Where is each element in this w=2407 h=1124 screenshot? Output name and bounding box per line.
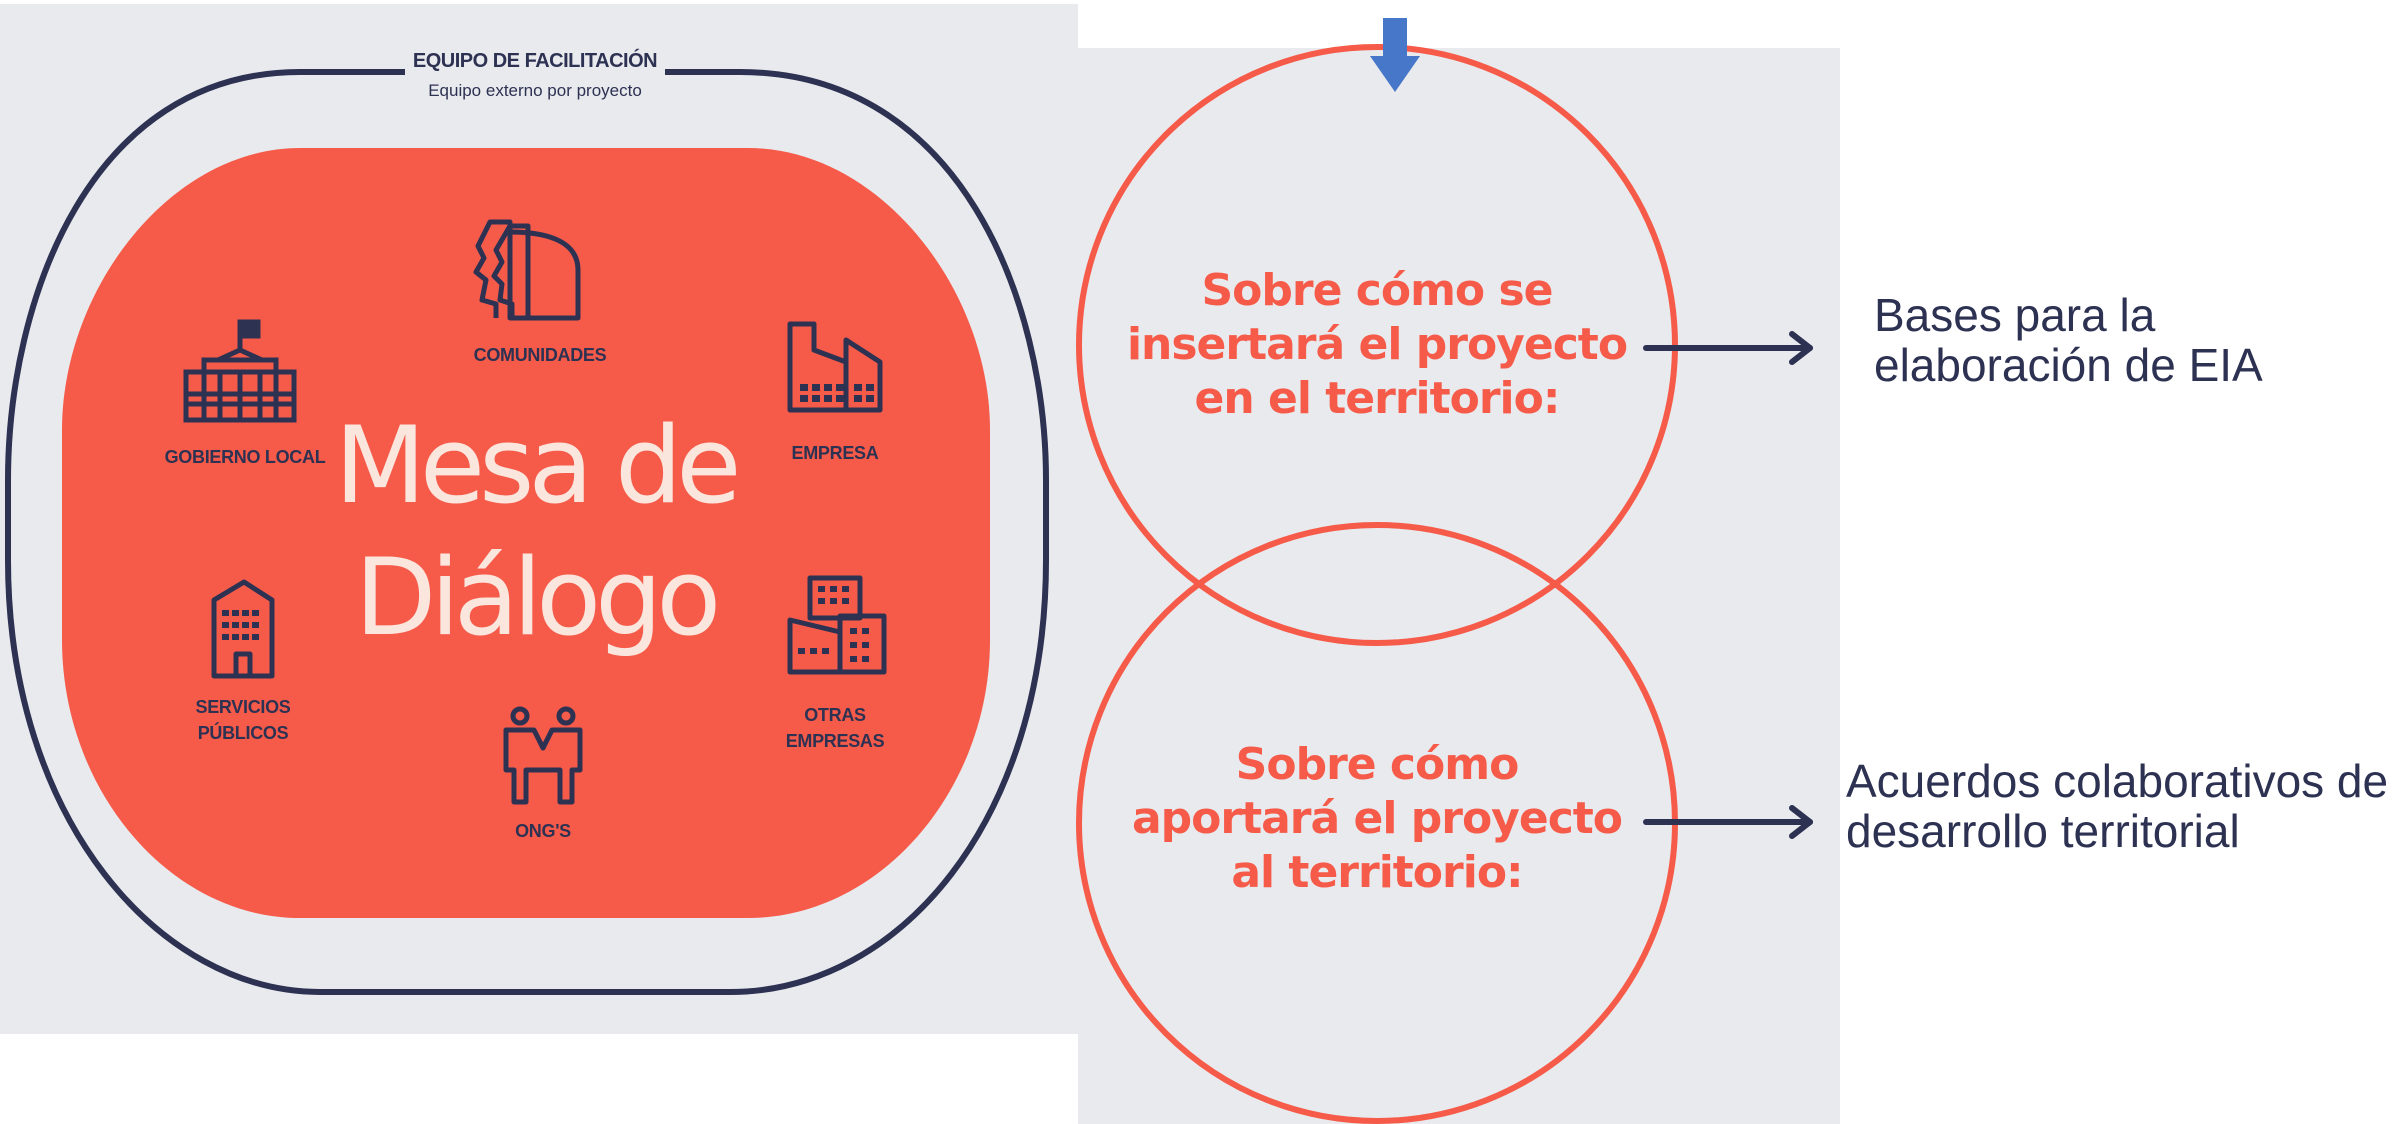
- couple-icon: [503, 706, 583, 805]
- mesa-de-dialogo-title: Mesa de Diálogo: [330, 400, 741, 664]
- down-arrow-icon: [1370, 18, 1420, 92]
- actor-label-comunidades: COMUNIDADES: [473, 345, 607, 365]
- circle-bottom-line1: Sobre cómo: [1235, 739, 1520, 790]
- actor-label-otras-line2: EMPRESAS: [785, 731, 885, 751]
- circle-bottom-line2: aportará el proyecto: [1131, 793, 1623, 844]
- outcome-top: Bases para la elaboración de EIA: [1874, 290, 2394, 390]
- circle-top-line1: Sobre cómo se: [1201, 265, 1553, 316]
- people-icon: [473, 219, 581, 321]
- circle-top-line2: insertará el proyecto: [1126, 319, 1628, 370]
- actor-label-ongs: ONG'S: [515, 821, 571, 841]
- outcome-top-line2: elaboración de EIA: [1874, 339, 2263, 391]
- actor-label-servicios-line1: SERVICIOS: [195, 697, 291, 717]
- outcome-top-line1: Bases para la: [1874, 289, 2156, 341]
- dialog-table-shape: [62, 148, 990, 918]
- outcome-bottom-line2: desarrollo territorial: [1846, 805, 2240, 857]
- actor-label-otras-line1: OTRAS: [804, 705, 866, 725]
- actor-label-servicios-line2: PÚBLICOS: [197, 723, 289, 743]
- facilitation-team-title: EQUIPO DE FACILITACIÓN: [412, 50, 658, 72]
- actor-label-empresa: EMPRESA: [791, 443, 879, 463]
- outcome-bottom-line1: Acuerdos colaborativos de: [1846, 755, 2389, 807]
- outcome-bottom: Acuerdos colaborativos de desarrollo ter…: [1846, 756, 2406, 856]
- actor-label-servicios-publicos: SERVICIOS PÚBLICOS: [143, 694, 343, 746]
- circle-bottom-line3: al territorio:: [1231, 847, 1523, 898]
- facilitation-ring: [5, 69, 1049, 995]
- right-arrow-icon: [1643, 805, 1813, 839]
- building-icon: [211, 579, 275, 679]
- circle-top-text: Sobre cómo se insertará el proyecto en e…: [1107, 264, 1647, 426]
- offices-icon: [787, 575, 887, 675]
- circle-bottom-text: Sobre cómo aportará el proyecto al terri…: [1107, 738, 1647, 900]
- right-arrow-icon: [1643, 331, 1813, 365]
- facilitation-team-subtitle: Equipo externo por proyecto: [428, 81, 642, 100]
- mesa-title-line2: Diálogo: [354, 536, 721, 659]
- town-hall-icon: [183, 319, 297, 423]
- mesa-title-line1: Mesa de: [334, 404, 741, 527]
- actor-label-gobierno-local: GOBIERNO LOCAL: [164, 447, 326, 467]
- circle-top-line3: en el territorio:: [1194, 373, 1561, 424]
- actor-label-otras-empresas: OTRAS EMPRESAS: [735, 702, 935, 754]
- factory-icon: [787, 321, 883, 413]
